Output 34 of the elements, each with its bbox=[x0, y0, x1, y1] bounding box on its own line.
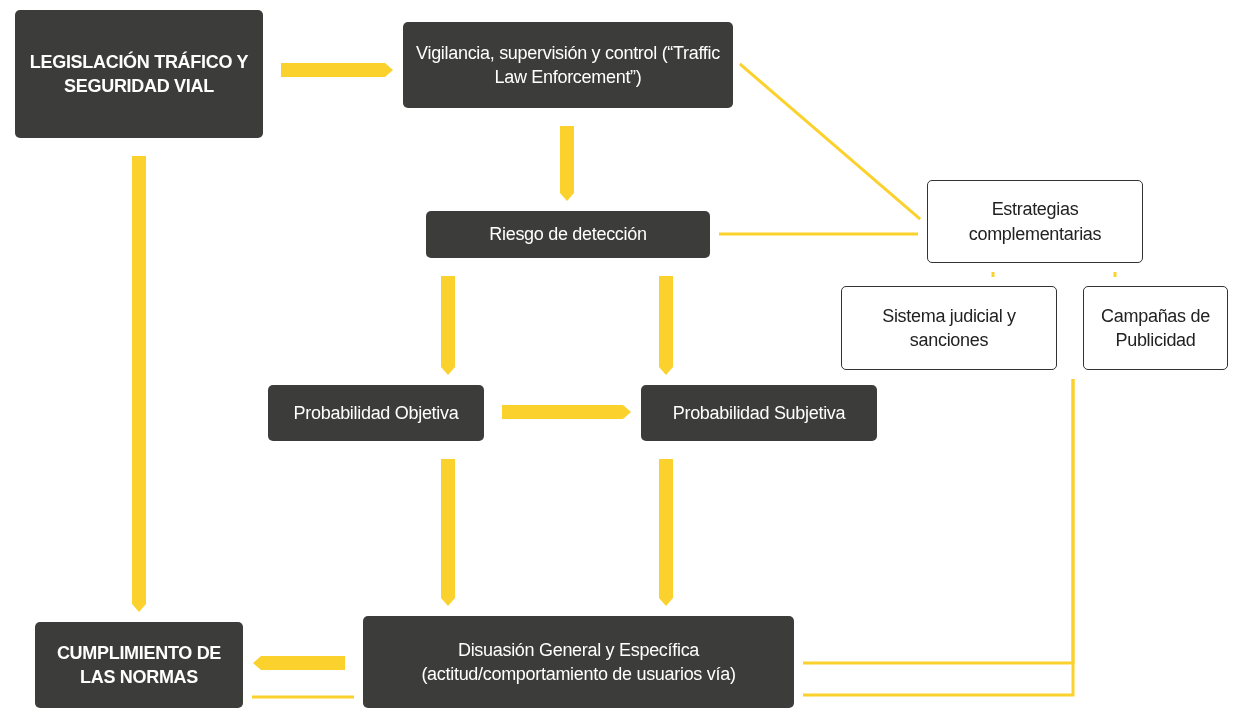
process-box bbox=[363, 616, 794, 708]
node-label: Disuasión General y Específica (actitud/comportamiento de usuarios vía) bbox=[420, 638, 737, 686]
connector-line bbox=[719, 232, 918, 236]
arrow bbox=[441, 459, 455, 606]
arrow bbox=[560, 126, 574, 201]
process-box bbox=[268, 385, 484, 441]
strategy-box bbox=[1083, 286, 1228, 370]
node-label: Estrategias complementarias bbox=[967, 198, 1103, 246]
process-box bbox=[35, 622, 243, 708]
connector-line bbox=[252, 695, 354, 699]
arrow bbox=[502, 405, 631, 419]
node-label: Probabilidad Objetiva bbox=[293, 401, 459, 425]
strategy-box bbox=[841, 286, 1057, 370]
node-label: Riesgo de detección bbox=[489, 223, 647, 247]
node-label: Probabilidad Subjetiva bbox=[672, 401, 846, 425]
arrow bbox=[281, 63, 393, 77]
node-label: Vigilancia, supervisión y control (“Traffic Law Enforcement”) bbox=[415, 41, 721, 89]
process-box bbox=[403, 22, 733, 108]
connector-line bbox=[991, 272, 995, 277]
arrow bbox=[659, 459, 673, 606]
process-box bbox=[641, 385, 877, 441]
strategy-box bbox=[927, 180, 1143, 263]
process-box bbox=[15, 10, 263, 138]
connector-line bbox=[1113, 272, 1117, 277]
process-box bbox=[426, 211, 710, 258]
arrow bbox=[441, 276, 455, 375]
connector-line bbox=[738, 62, 922, 221]
arrow bbox=[659, 276, 673, 375]
node-label: LEGISLACIÓN TRÁFICO Y SEGURIDAD VIAL bbox=[28, 50, 250, 98]
arrow bbox=[132, 156, 146, 612]
node-label: CUMPLIMIENTO DE LAS NORMAS bbox=[55, 641, 223, 689]
arrow bbox=[253, 656, 345, 670]
node-label: Sistema judicial y sanciones bbox=[881, 304, 1017, 352]
node-label: Campañas de Publicidad bbox=[1100, 304, 1211, 352]
